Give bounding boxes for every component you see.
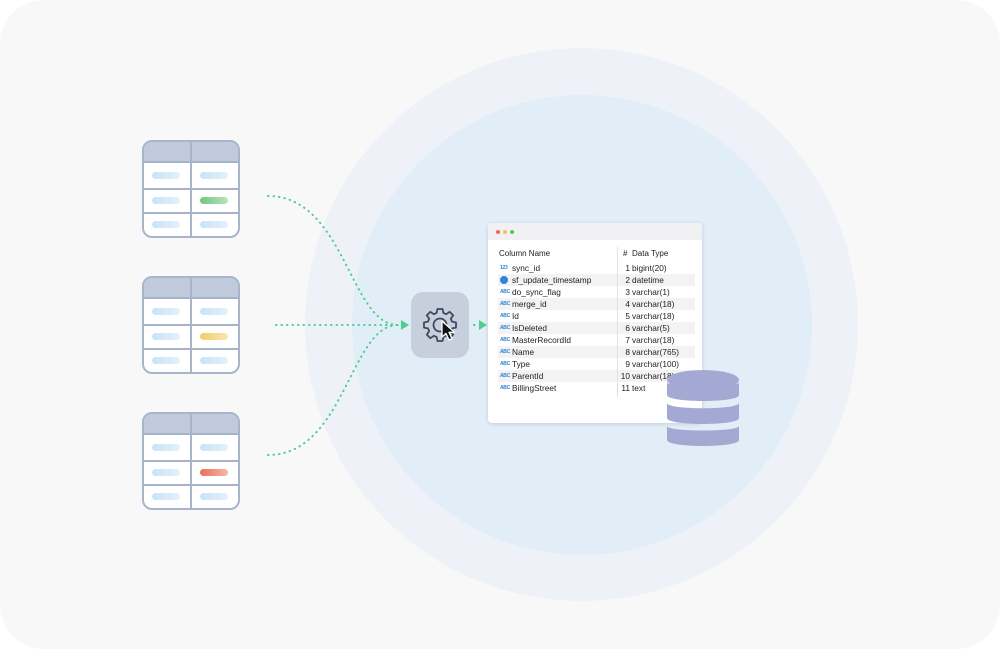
source-table-1 xyxy=(142,140,240,238)
column-data-type: varchar(765) xyxy=(632,347,680,357)
text-type-icon: ABC xyxy=(500,361,510,367)
text-type-icon: ABC xyxy=(500,313,510,319)
numeric-type-icon: 123 xyxy=(500,265,508,271)
column-data-type: datetime xyxy=(632,275,664,285)
column-index: 8 xyxy=(625,347,630,357)
column-name: BillingStreet xyxy=(512,383,557,393)
column-data-type: varchar(100) xyxy=(632,359,680,369)
text-type-icon: ABC xyxy=(500,337,510,343)
column-data-type: varchar(18) xyxy=(632,335,675,345)
text-type-icon: ABC xyxy=(500,373,510,379)
column-name: merge_id xyxy=(512,299,547,309)
column-name: ParentId xyxy=(512,371,544,381)
arrow-head-in xyxy=(401,320,409,330)
column-data-type: varchar(5) xyxy=(632,323,670,333)
column-name: Id xyxy=(512,311,519,321)
index-header: # xyxy=(623,249,628,258)
column-data-type: text xyxy=(632,383,646,393)
maximize-dot xyxy=(510,230,514,234)
column-index: 5 xyxy=(625,311,630,321)
text-type-icon: ABC xyxy=(500,349,510,355)
processing-node xyxy=(411,292,469,358)
cursor-icon xyxy=(441,320,456,341)
column-name: MasterRecordId xyxy=(512,335,572,345)
minimize-dot xyxy=(503,230,507,234)
schema-header-row: Column Name # Data Type xyxy=(488,247,702,261)
database-icon xyxy=(667,370,739,446)
column-name: Type xyxy=(512,359,530,369)
arrow-head-out xyxy=(479,320,487,330)
status-pill-red xyxy=(200,469,228,476)
column-index: 7 xyxy=(625,335,630,345)
column-index: 11 xyxy=(621,383,630,393)
column-divider xyxy=(617,247,618,397)
timestamp-icon xyxy=(500,276,508,284)
text-type-icon: ABC xyxy=(500,325,510,331)
source-table-2 xyxy=(142,276,240,374)
column-name: do_sync_flag xyxy=(512,287,561,297)
column-index: 10 xyxy=(620,371,630,381)
column-index: 6 xyxy=(625,323,630,333)
column-data-type: varchar(18) xyxy=(632,371,675,381)
column-index: 9 xyxy=(625,359,630,369)
close-dot xyxy=(496,230,500,234)
text-type-icon: ABC xyxy=(500,289,510,295)
text-type-icon: ABC xyxy=(500,385,510,391)
data-type-header: Data Type xyxy=(632,249,669,258)
column-data-type: bigint(20) xyxy=(632,263,667,273)
column-index: 4 xyxy=(625,299,630,309)
column-name-header: Column Name xyxy=(499,249,551,258)
column-index: 1 xyxy=(625,263,630,273)
window-title-bar xyxy=(488,223,702,240)
column-data-type: varchar(1) xyxy=(632,287,670,297)
column-name: sync_id xyxy=(512,263,541,273)
column-index: 2 xyxy=(625,275,630,285)
source-table-3 xyxy=(142,412,240,510)
column-name: Name xyxy=(512,347,535,357)
column-data-type: varchar(18) xyxy=(632,311,675,321)
status-pill-yellow xyxy=(200,333,228,340)
status-pill-green xyxy=(200,197,228,204)
column-data-type: varchar(18) xyxy=(632,299,675,309)
text-type-icon: ABC xyxy=(500,301,510,307)
column-index: 3 xyxy=(625,287,630,297)
column-name: IsDeleted xyxy=(512,323,548,333)
column-name: sf_update_timestamp xyxy=(512,275,592,285)
